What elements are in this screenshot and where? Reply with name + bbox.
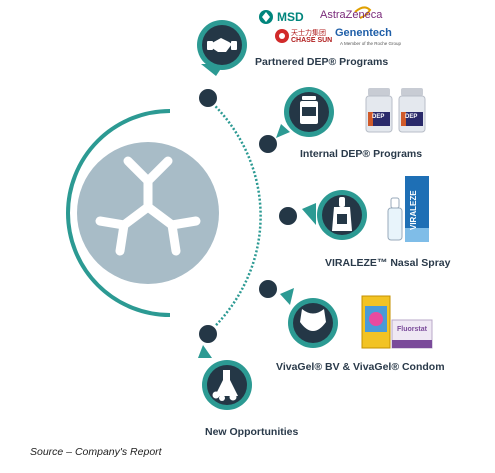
dendrimer-icon xyxy=(95,156,201,256)
hub-circle xyxy=(77,142,219,284)
genentech-logo: Genentech xyxy=(335,27,392,39)
astrazeneca-swoosh xyxy=(354,6,372,19)
dep-vial-label-1: DEP xyxy=(372,114,385,120)
dep-vial-label-2: DEP xyxy=(405,114,418,120)
label-new-opportunities: New Opportunities xyxy=(205,426,299,438)
torso-icon xyxy=(300,309,326,331)
chase-sun-logo: CHASE SUN xyxy=(291,37,333,44)
bubble-new xyxy=(198,345,252,410)
dep-vials-image xyxy=(365,88,426,133)
msd-logo-mark xyxy=(259,10,273,24)
nasal-spray-icon xyxy=(332,197,352,231)
genentech-tagline: A Member of the Roche Group xyxy=(340,41,402,46)
vivagel-product-image xyxy=(361,295,433,349)
astrazeneca-logo: AstraZeneca xyxy=(320,9,383,21)
node-dot-4 xyxy=(257,278,279,300)
outer-ring-left xyxy=(66,109,171,317)
bubble-internal xyxy=(276,87,334,138)
bubble-partnered xyxy=(197,20,247,76)
bubble-viraleze xyxy=(302,190,367,240)
node-dot-2 xyxy=(257,133,279,155)
connector-arc xyxy=(206,97,262,335)
source-caption: Source – Company's Report xyxy=(30,446,162,458)
label-vivagel: VivaGel® BV & VivaGel® Condom xyxy=(276,361,445,373)
flask-icon xyxy=(212,370,238,401)
viraleze-box-label: VIRALEZE xyxy=(409,190,418,230)
label-internal-programs: Internal DEP® Programs xyxy=(300,148,423,160)
vial-icon xyxy=(300,96,318,124)
node-dot-1 xyxy=(197,87,219,109)
chase-sun-chinese-logo: 天士力集团 xyxy=(291,30,326,37)
fluorstat-box-label: Fluorstat xyxy=(397,326,427,333)
label-viraleze: VIRALEZE™ Nasal Spray xyxy=(325,257,451,269)
node-dot-5 xyxy=(197,323,219,345)
label-partnered-programs: Partnered DEP® Programs xyxy=(255,56,389,68)
viraleze-product-image xyxy=(387,176,429,242)
chase-sun-logo-mark xyxy=(275,29,289,43)
msd-logo: MSD xyxy=(277,10,304,24)
handshake-icon xyxy=(207,38,237,52)
node-dot-3 xyxy=(277,205,299,227)
arc-nodes xyxy=(197,87,299,345)
bubble-vivagel xyxy=(280,288,338,348)
